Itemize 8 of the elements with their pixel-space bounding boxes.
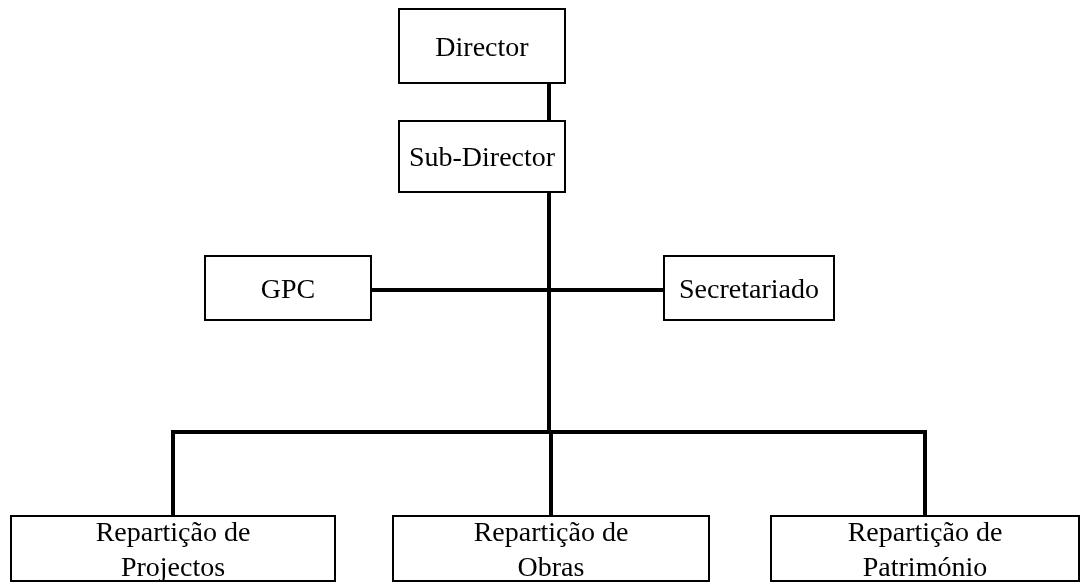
org-box: Repartição de Projectos — [10, 515, 336, 582]
org-box: Director — [398, 8, 566, 84]
connector-line — [547, 84, 551, 120]
org-box: Sub-Director — [398, 120, 566, 193]
org-box: Repartição de Património — [770, 515, 1080, 582]
org-box: GPC — [204, 255, 372, 321]
org-box: Repartição de Obras — [392, 515, 710, 582]
org-box: Secretariado — [663, 255, 835, 321]
